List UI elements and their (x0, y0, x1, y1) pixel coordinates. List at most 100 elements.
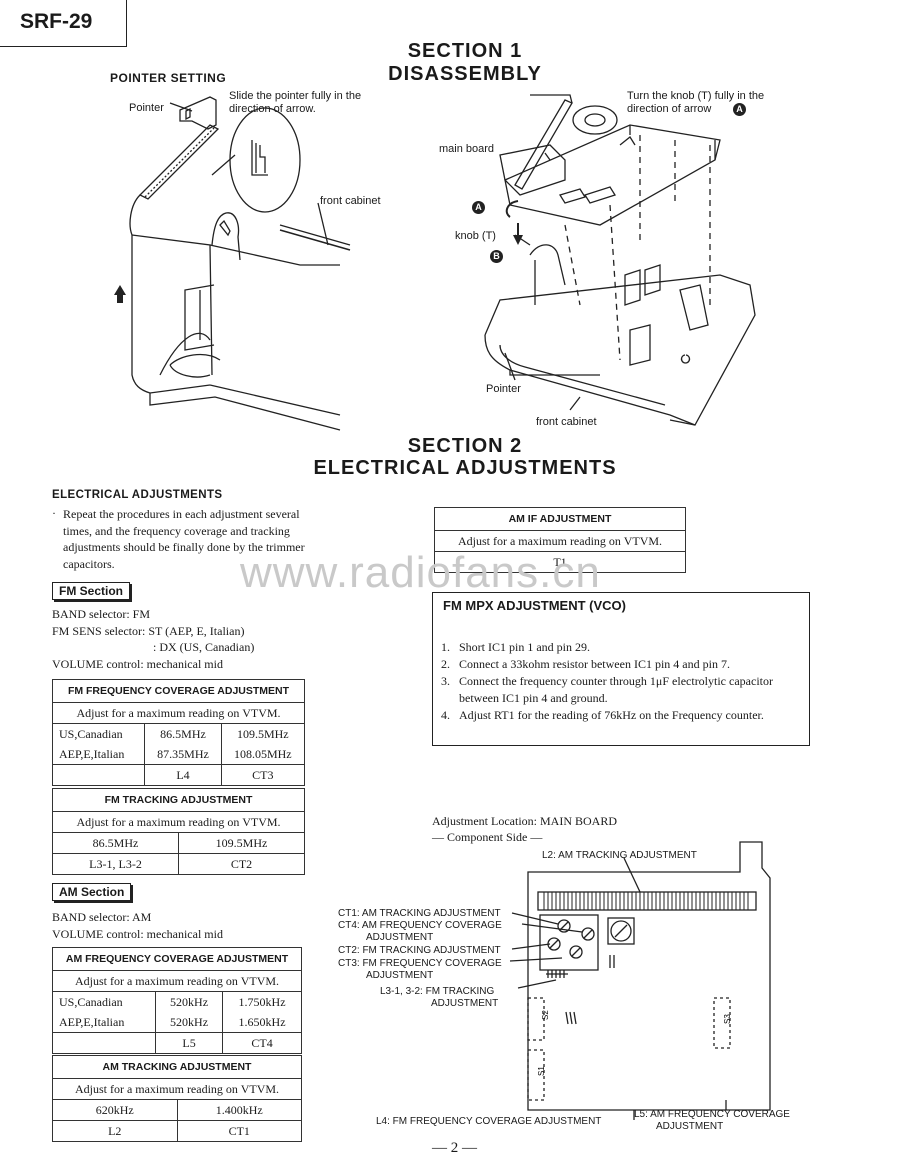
label-ct2: CT2: FM TRACKING ADJUSTMENT (338, 945, 501, 956)
marker-a-icon: A (733, 103, 746, 116)
am-setting: VOLUME control: mechanical mid (52, 926, 223, 941)
part-cell: L2 (52, 1120, 178, 1142)
section2-number: SECTION 2 (407, 435, 523, 457)
label-ct1: CT1: AM TRACKING ADJUSTMENT (338, 908, 501, 919)
note-line: adjustments should be finally done by th… (63, 540, 305, 554)
electrical-note: Repeat the procedures in each adjustment… (63, 506, 403, 572)
front-cabinet-label-left: front cabinet (320, 195, 381, 207)
fm-setting: BAND selector: FM (52, 607, 150, 621)
marker-a-fig-icon: A (472, 201, 485, 214)
fm-setting: VOLUME control: mechanical mid (52, 656, 223, 671)
list-item: 1. Short IC1 pin 1 and pin 29. (441, 639, 809, 656)
adjustment-location-subtitle: — Component Side — (432, 830, 543, 844)
freq-cell: 1.750kHz (222, 991, 302, 1012)
am-frequency-coverage-table: AM FREQUENCY COVERAGE ADJUSTMENT Adjust … (52, 947, 302, 1054)
am-section-label: AM Section (52, 883, 132, 901)
section1-number: SECTION 1 (407, 40, 523, 62)
table-title: FM FREQUENCY COVERAGE ADJUSTMENT (52, 679, 305, 703)
marker-b-icon: B (490, 250, 503, 263)
label-ct3-cont: ADJUSTMENT (366, 970, 434, 981)
pointer-instruction-line1: Slide the pointer fully in the (229, 90, 362, 102)
am-if-table: AM IF ADJUSTMENT Adjust for a maximum re… (434, 507, 686, 573)
step-text: Adjust RT1 for the reading of 76kHz on t… (459, 708, 764, 722)
section1-title: DISASSEMBLY (388, 63, 542, 85)
list-item: 3.Connect the frequency counter through … (441, 673, 809, 707)
main-board-diagram: S2 S1 S3 (509, 841, 771, 1120)
part-cell: CT4 (222, 1032, 302, 1054)
label-l3: L3-1, 3-2: FM TRACKING (380, 986, 495, 997)
freq-cell: 1.400kHz (176, 1099, 302, 1121)
table-title: AM IF ADJUSTMENT (434, 507, 686, 531)
part-cell: L4 (144, 764, 222, 786)
fm-tracking-table: FM TRACKING ADJUSTMENT Adjust for a maxi… (52, 788, 305, 875)
disassembly-illustration (484, 94, 756, 426)
knob-instruction-line1: Turn the knob (T) fully in the (627, 90, 765, 102)
am-settings: BAND selector: AM VOLUME control: mechan… (52, 909, 223, 942)
step-number: 4. (441, 708, 450, 722)
fm-mpx-steps: 1. Short IC1 pin 1 and pin 29. 2. Connect … (441, 639, 809, 724)
region-cell: US,Canadian (51, 723, 146, 744)
main-board-label: main board (439, 143, 495, 155)
am-tracking-table: AM TRACKING ADJUSTMENT Adjust for a maxi… (52, 1055, 302, 1142)
switch-s3-label: S3 (723, 1014, 732, 1024)
table-instruction: Adjust for a maximum reading on VTVM. (52, 1078, 302, 1100)
label-l5-cont: ADJUSTMENT (656, 1121, 724, 1132)
table-title: FM TRACKING ADJUSTMENT (52, 788, 305, 812)
front-cabinet-label-right: front cabinet (536, 416, 597, 428)
table-instruction: Adjust for a maximum reading on VTVM. (52, 702, 305, 724)
freq-cell: 86.5MHz (52, 832, 179, 854)
switch-s2-label: S2 (541, 1010, 550, 1020)
label-ct3: CT3: FM FREQUENCY COVERAGE (338, 958, 502, 969)
table-title: AM FREQUENCY COVERAGE ADJUSTMENT (52, 947, 302, 971)
fm-setting: : DX (US, Canadian) (153, 640, 255, 654)
fm-section-label: FM Section (52, 582, 131, 600)
label-l5: L5: AM FREQUENCY COVERAGE (634, 1109, 790, 1120)
step-text: Short IC1 pin 1 and pin 29. (459, 640, 590, 654)
fm-mpx-box: FM MPX ADJUSTMENT (VCO) 1. Short IC1 pin … (432, 592, 810, 746)
note-line: capacitors. (63, 556, 115, 571)
step-text: Connect a 33kohm resistor between IC1 pi… (459, 657, 730, 671)
freq-cell: 87.35MHz (144, 744, 222, 765)
knob-instruction-line2: direction of arrow (627, 103, 712, 115)
label-ct4: CT4: AM FREQUENCY COVERAGE (338, 920, 502, 931)
table-title: AM TRACKING ADJUSTMENT (52, 1055, 302, 1079)
freq-cell: 108.05MHz (220, 744, 306, 765)
step-text: Connect the frequency counter through 1μ… (459, 674, 773, 705)
part-cell (52, 1032, 156, 1054)
pointer-label: Pointer (129, 102, 164, 114)
region-cell: AEP,E,Italian (52, 1012, 156, 1033)
label-l3-cont: ADJUSTMENT (431, 998, 499, 1009)
label-l2: L2: AM TRACKING ADJUSTMENT (542, 850, 697, 861)
part-cell: CT3 (220, 764, 306, 786)
am-setting: BAND selector: AM (52, 910, 152, 924)
label-l4: L4: FM FREQUENCY COVERAGE ADJUSTMENT (376, 1116, 602, 1127)
step-number: 1. (441, 640, 450, 654)
freq-cell: 109.5MHz (220, 723, 306, 744)
freq-cell: 620kHz (52, 1099, 178, 1121)
fm-settings: BAND selector: FM FM SENS selector: ST (… (52, 606, 254, 672)
page-number: — 2 — (432, 1140, 477, 1156)
step-number: 2. (441, 657, 450, 671)
fm-frequency-coverage-table: FM FREQUENCY COVERAGE ADJUSTMENT Adjust … (51, 679, 306, 786)
adjustment-location-title: Adjustment Location: MAIN BOARD (432, 814, 617, 828)
note-line: Repeat the procedures in each adjustment… (63, 507, 300, 521)
pointer-label-right: Pointer (486, 383, 521, 395)
freq-cell: 520kHz (154, 991, 224, 1012)
bullet: · (52, 506, 56, 520)
fm-mpx-title: FM MPX ADJUSTMENT (VCO) (443, 598, 626, 613)
freq-cell: 86.5MHz (144, 723, 222, 744)
switch-s1-label: S1 (537, 1066, 546, 1076)
knob-label: knob (T) (455, 230, 496, 242)
freq-cell: 520kHz (154, 1012, 224, 1033)
part-cell: L3-1, L3-2 (52, 853, 179, 875)
list-item: 2. Connect a 33kohm resistor between IC1 … (441, 656, 809, 673)
part-cell: CT2 (178, 853, 305, 875)
fm-setting: FM SENS selector: ST (AEP, E, Italian) (52, 623, 245, 638)
freq-cell: 109.5MHz (178, 832, 305, 854)
table-instruction: Adjust for a maximum reading on VTVM. (434, 530, 686, 552)
model-number: SRF-29 (20, 10, 93, 33)
pointer-setting-title: POINTER SETTING (110, 71, 227, 85)
section2-title: ELECTRICAL ADJUSTMENTS (313, 457, 617, 479)
table-instruction: Adjust for a maximum reading on VTVM. (52, 970, 302, 992)
region-cell: US,Canadian (52, 991, 156, 1012)
